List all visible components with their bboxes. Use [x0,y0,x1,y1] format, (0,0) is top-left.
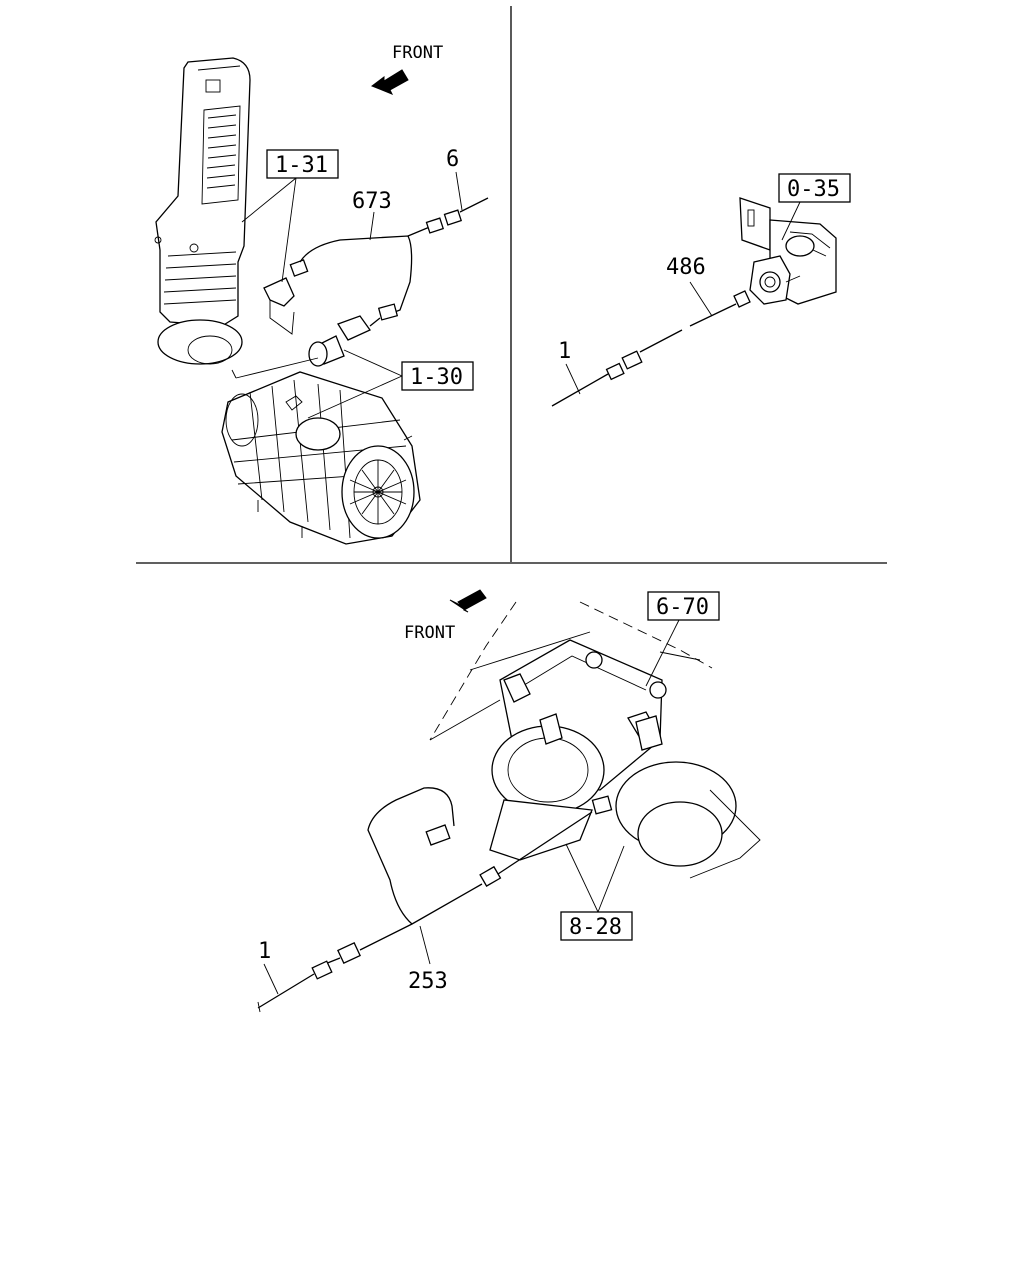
switch-bracket-assembly [739,197,837,305]
panel-bottom: FRONT [257,589,761,1013]
horn-right [615,715,761,879]
svg-text:1-31: 1-31 [275,153,328,178]
svg-text:1-30: 1-30 [410,365,463,390]
callout-box-1-31: 1-31 [266,149,339,179]
panel-top-left: FRONT [154,43,489,545]
front-arrow-icon [370,69,409,95]
intake-air-temp-sensor [263,259,309,335]
front-label: FRONT [404,623,455,643]
front-arrow-icon [449,589,487,613]
callout-box-6-70: 6-70 [647,591,720,621]
front-label: FRONT [392,43,443,63]
callout-leaders-top-left [231,171,463,419]
callout-box-8-28: 8-28 [560,911,633,941]
svg-text:0-35: 0-35 [787,177,840,202]
svg-text:6-70: 6-70 [656,595,709,620]
horn-left [489,713,605,861]
svg-text:8-28: 8-28 [569,915,622,940]
air-cleaner-housing [221,371,421,545]
callout-leaders-top-right [565,201,801,395]
horn-connector [591,795,613,815]
callout-leaders-bottom [263,617,681,995]
frame-member [429,601,713,741]
air-intake-duct [154,57,251,365]
callout-1: 1 [258,939,271,964]
harness-673 [299,197,489,367]
callout-box-1-30: 1-30 [401,361,474,391]
callout-6: 6 [446,147,459,172]
callout-253: 253 [408,969,448,994]
callout-673: 673 [352,189,392,214]
panel-top-right: 0-35 486 1 [551,173,851,407]
harness-253 [257,787,593,1013]
callout-1: 1 [558,339,571,364]
callout-486: 486 [666,255,706,280]
harness-486 [551,290,751,407]
callout-box-0-35: 0-35 [778,173,851,203]
panel-dividers [136,6,887,564]
